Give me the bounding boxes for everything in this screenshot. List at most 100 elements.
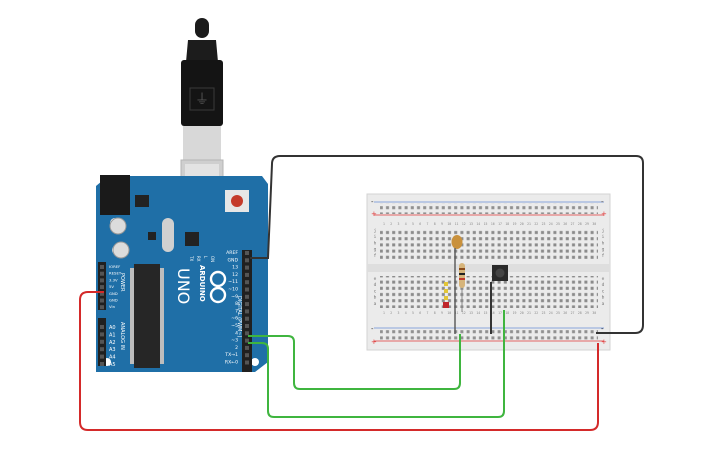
power-pin-socket[interactable] — [100, 298, 104, 303]
wire-green-button[interactable] — [248, 310, 505, 418]
bb-col-number: 5 — [412, 222, 414, 226]
bottom-power-rail[interactable] — [380, 329, 598, 340]
bb-col-number: 28 — [578, 222, 582, 226]
bb-col-number: 14 — [476, 311, 480, 315]
analog-pin-label: A4 — [109, 355, 116, 361]
terminal-block-top[interactable] — [380, 228, 598, 260]
chip-pins-left — [130, 268, 134, 364]
bb-col-number: 21 — [527, 222, 531, 226]
led[interactable] — [451, 235, 463, 334]
digital-pin-socket[interactable] — [245, 302, 249, 307]
digital-pin-socket[interactable] — [245, 360, 249, 365]
digital-pin-socket[interactable] — [245, 294, 249, 299]
analog-pin-label: A2 — [109, 340, 116, 346]
terminal-block-bottom[interactable] — [380, 276, 598, 308]
digital-pin-label: RX←0 — [225, 360, 238, 366]
bb-row-letter: c — [602, 289, 605, 294]
digital-pin-socket[interactable] — [245, 309, 249, 314]
atmega-chip — [134, 264, 160, 368]
bb-col-number: 9 — [441, 311, 443, 315]
power-pin-socket[interactable] — [100, 271, 104, 276]
analog-pin-label: A1 — [109, 332, 116, 338]
bb-row-letter: c — [374, 289, 377, 294]
bb-col-number: 29 — [585, 311, 589, 315]
bb-col-number: 17 — [498, 311, 502, 315]
board-led-label: TX — [189, 255, 194, 261]
analog-pin-socket[interactable] — [100, 354, 104, 359]
power-pin-socket[interactable] — [100, 305, 104, 310]
bb-col-number: 18 — [505, 311, 509, 315]
digital-pin-socket[interactable] — [245, 324, 249, 328]
digital-pin-socket[interactable] — [245, 251, 249, 255]
digital-pin-socket[interactable] — [245, 287, 249, 292]
power-pin-socket[interactable] — [100, 265, 104, 269]
digital-pin-socket[interactable] — [245, 331, 249, 336]
digital-pin-socket[interactable] — [245, 272, 249, 277]
bb-col-number: 22 — [534, 222, 538, 226]
digital-pin-socket[interactable] — [245, 345, 249, 350]
bb-col-number: 28 — [578, 311, 582, 315]
power-pin-socket[interactable] — [100, 278, 104, 283]
digital-pin-label: TX→1 — [224, 352, 238, 358]
digital-pin-socket[interactable] — [245, 280, 249, 285]
power-pin-socket[interactable] — [100, 291, 104, 296]
digital-pin-label: 8 — [235, 301, 238, 307]
center-channel — [367, 264, 610, 272]
highlight-holes — [443, 282, 449, 308]
power-pin-socket[interactable] — [100, 285, 104, 290]
top-power-rail[interactable] — [380, 203, 598, 214]
digital-pin-label: 7 — [235, 308, 238, 314]
digital-pin-label: ~6 — [231, 316, 238, 322]
digital-pin-socket[interactable] — [245, 258, 249, 263]
bb-row-letter: b — [602, 295, 605, 301]
bb-col-number: 15 — [484, 222, 488, 226]
analog-pin-socket[interactable] — [100, 332, 104, 337]
digital-pin-label: AREF — [226, 250, 238, 256]
bb-col-number: 4 — [405, 311, 407, 315]
analog-pin-socket[interactable] — [100, 339, 104, 344]
digital-pin-socket[interactable] — [245, 316, 249, 321]
digital-pin-label: ~3 — [231, 338, 238, 344]
pushbutton-cap[interactable] — [495, 268, 505, 278]
digital-pin-socket[interactable] — [245, 265, 249, 270]
analog-header-title: ANALOG IN — [119, 322, 125, 350]
resistor-body[interactable] — [459, 263, 465, 288]
bb-col-number: 7 — [427, 222, 429, 226]
bb-row-letter: f — [374, 253, 377, 259]
pushbutton[interactable] — [490, 265, 508, 334]
bb-col-number: 23 — [542, 222, 546, 226]
analog-pin-socket[interactable] — [100, 362, 104, 366]
wire-green-led[interactable] — [248, 334, 461, 390]
bb-col-number: 11 — [455, 311, 459, 315]
bb-row-letter: h — [374, 240, 377, 246]
bb-row-letter: g — [602, 248, 605, 253]
digital-pin-label: 13 — [232, 265, 238, 271]
rail-minus-bottom-left: - — [371, 325, 374, 333]
led-body[interactable] — [451, 235, 463, 249]
digital-pin-label: 4 — [235, 330, 238, 336]
reset-button-cap[interactable] — [231, 195, 243, 207]
bb-row-letter: a — [602, 302, 605, 307]
bb-row-letter: j — [374, 228, 377, 234]
resistor[interactable] — [459, 263, 465, 312]
power-pin-label: GND — [109, 291, 118, 296]
wire-black-gnd[interactable] — [250, 155, 644, 334]
bb-col-number: 9 — [441, 222, 443, 226]
bb-col-number: 25 — [556, 222, 560, 226]
wires[interactable] — [79, 155, 644, 431]
digital-pin-label: 2 — [235, 345, 238, 351]
digital-pin-label: ~9 — [231, 294, 238, 300]
digital-pin-socket[interactable] — [245, 353, 249, 358]
analog-pin-socket[interactable] — [100, 347, 104, 352]
power-jack — [100, 175, 130, 215]
analog-pin-label: A0 — [109, 325, 116, 331]
wire-red-5v[interactable] — [79, 291, 599, 431]
analog-pin-socket[interactable] — [100, 325, 104, 329]
bb-col-number: 19 — [513, 222, 517, 226]
bb-col-number: 2 — [390, 311, 392, 315]
rail-plus-bottom-right: + — [601, 338, 607, 346]
digital-pin-socket[interactable] — [245, 338, 249, 343]
